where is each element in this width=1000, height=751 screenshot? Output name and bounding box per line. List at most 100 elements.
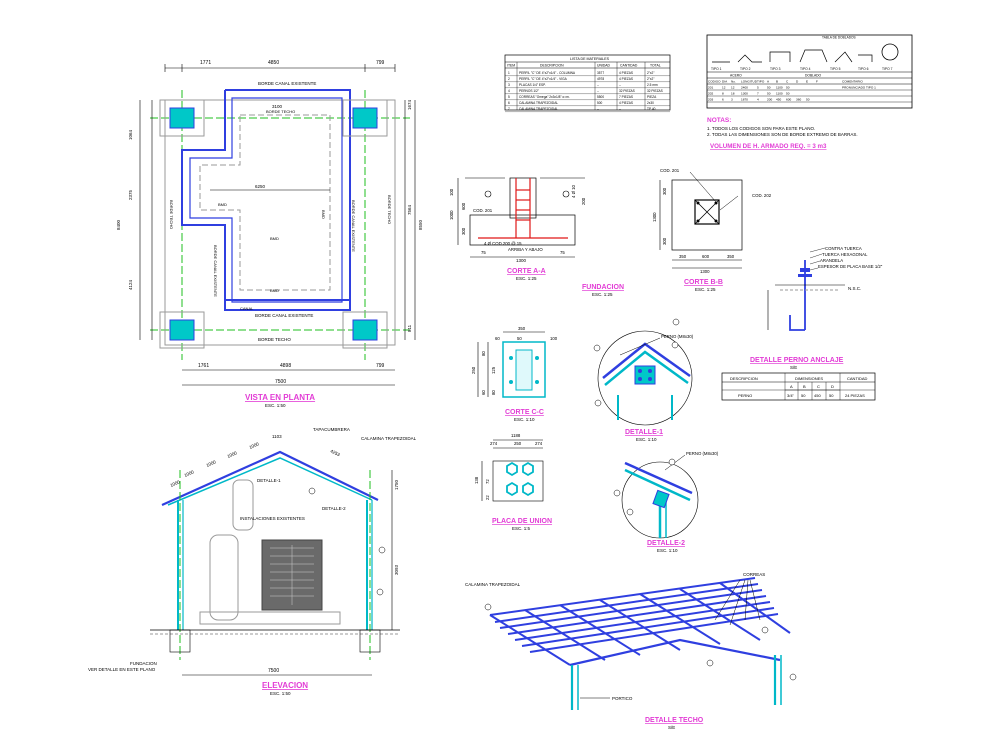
mat-cell-r2-c4: 4 PIEZAS: [619, 77, 633, 81]
plan-label-borde-canal-right: BORDE CANAL EXISTENTE: [351, 200, 356, 252]
elevation-labels: TAPACUMBRERA CALAMINA TRAPEZOIDAL DETALL…: [88, 427, 417, 674]
placa-dim-1188: 1188: [511, 433, 521, 438]
mat-cell-r7-c2: CALAMINA TRAPEZOIDAL: [519, 107, 558, 111]
bar-h-1: CODIGO: [708, 80, 721, 84]
fund-dim-200: 200: [581, 197, 586, 205]
scale-vista-planta: ESC. 1:50: [265, 403, 286, 408]
placa-dim-138: 138: [474, 476, 479, 484]
elev-detalle1: DETALLE-1: [257, 478, 281, 483]
title-elevacion: ELEVACION: [262, 681, 308, 690]
mat-h-item: ITEM: [507, 64, 515, 68]
bar-cell-r3-c2: 6: [722, 98, 724, 102]
ccc-dim-60: 60: [495, 336, 500, 341]
title-corte-cc: CORTE C-C: [505, 409, 544, 416]
placa-dim-274b: 274: [535, 441, 543, 446]
bar-cell-r2-c3: 18: [731, 92, 735, 96]
materials-table: [504, 54, 671, 111]
perno-label-arandela: ARANDELA: [820, 258, 843, 263]
bar-tipo-4: TIPO 4: [800, 67, 811, 71]
bar-cell-r3-c1: 203: [708, 98, 713, 102]
plan-label-bmd-right: BMD: [321, 210, 326, 219]
plan-label-borde-techo-top: BORDE TECHO: [266, 109, 295, 114]
fund-dim-75a: 75: [481, 250, 486, 255]
perno-th-desc: DESCRIPCION: [730, 376, 758, 381]
perno-row-desc: PERNO: [738, 393, 752, 398]
bar-table: [706, 34, 913, 109]
bar-h-11: F: [816, 80, 818, 84]
plan-dim-right-3: 8550: [418, 219, 423, 230]
plan-label-borde-canal-bottom: BORDE CANAL EXISTENTE: [255, 313, 313, 318]
notes-volumen: VOLUMEN DE H. ARMADO REQ. = 3 m3: [710, 143, 827, 150]
title-detalle-2: DETALLE-2: [647, 540, 685, 547]
bar-cell-r3-c5: 4: [757, 98, 759, 102]
cbb-dim-300a: 300: [662, 187, 667, 195]
elev-dim-slope: 4253: [330, 448, 342, 457]
mat-cell-r4-c1: 4: [508, 89, 510, 93]
perno-row-b: 50: [801, 393, 806, 398]
plan-dim-bottom-2: 4898: [280, 363, 291, 369]
plan-labels: BORDE CANAL EXISTENTE BORDE TECHO BORDE …: [169, 81, 392, 342]
title-placa-union: PLACA DE UNION: [492, 518, 552, 525]
elev-dim-roof-4: 1000: [248, 441, 260, 450]
bar-cell-r2-c1: 202: [708, 92, 713, 96]
mat-cell-r5-c2: CORREAS "Omega" 2x3x1/8" o=m.: [519, 95, 570, 99]
mat-cell-r2-c1: 2: [508, 77, 510, 81]
bar-cell-r1-c1: 201: [708, 86, 713, 90]
mat-cell-r2-c5: 2"x2": [647, 77, 654, 81]
elev-dim-total: 7500: [268, 668, 279, 674]
perno-th-dim: DIMENSIONES: [795, 376, 823, 381]
mat-h-unidad: UNIDAD: [597, 64, 611, 68]
mat-cell-r4-c3: --: [597, 89, 599, 93]
cbb-dim-1300: 1300: [700, 269, 710, 274]
mat-cell-r7-c5: TP 40: [647, 107, 656, 111]
fundacion-labels: COD. 201 4 Ø COD.200 @ 15 ARRIBA Y ABAJO…: [449, 184, 586, 263]
cbb-dim-300b: 300: [662, 237, 667, 245]
ccc-dim-250: 250: [471, 366, 476, 374]
mat-cell-r6-c3: 500: [597, 101, 603, 105]
bar-cell-r2-c4: 1300: [741, 92, 748, 96]
mat-cell-r1-c1: 1: [508, 71, 510, 75]
bar-cell-r2-c6: 50: [767, 92, 771, 96]
elev-calamina: CALAMINA TRAPEZOIDAL: [361, 436, 417, 441]
title-corte-aa: CORTE A-A: [507, 268, 546, 275]
perno-th-cant: CANTIDAD: [847, 376, 868, 381]
scale-detalle-techo: S/E: [668, 725, 675, 730]
mat-cell-r1-c4: 4 PIEZAS: [619, 71, 633, 75]
scale-detalle-1: ESC. 1:10: [636, 437, 657, 442]
bar-h-4: LONGITUD: [741, 80, 758, 84]
notes: NOTAS: 1. TODOS LOS CODIGOS SON PARA EST…: [707, 117, 858, 150]
mat-cell-r4-c5: 32 PIEZAS: [647, 89, 663, 93]
cbb-cod202: COD. 202: [752, 193, 772, 198]
mat-cell-r4-c2: PERNOS 1/2": [519, 89, 539, 93]
bar-h-5: TIPO: [757, 80, 765, 84]
elev-dim-roof-2: 1000: [205, 459, 217, 468]
placa-labels: 1188 274 250 274 138 72 22: [474, 433, 543, 500]
plan-dim-right-2: 7564: [407, 204, 412, 215]
placa-union-section: [481, 439, 544, 502]
scale-corte-aa: ESC. 1:25: [516, 276, 537, 281]
elev-tapacumbrera: TAPACUMBRERA: [313, 427, 350, 432]
bar-cell-r2-c7: 1100: [776, 92, 783, 96]
scale-detalle-perno: S/E: [790, 365, 797, 370]
plan-dim-inner2: 6250: [255, 184, 266, 189]
corte-cc-section: [477, 331, 546, 398]
elev-dim-ridge: 1103: [272, 434, 282, 439]
bar-tipo-5: TIPO 5: [830, 67, 841, 71]
scale-corte-cc: ESC. 1:10: [514, 417, 535, 422]
bar-h-7: B: [776, 80, 778, 84]
elev-fundacion: FUNDACION: [130, 661, 157, 666]
detalle2-section: [621, 454, 699, 539]
placa-dim-22: 22: [485, 495, 490, 500]
mat-cell-r7-c1: 7: [508, 107, 510, 111]
mat-cell-r7-c3: --: [597, 107, 599, 111]
techo-correas: CORREAS: [743, 572, 765, 577]
bar-cell-r3-c6: 200: [767, 98, 772, 102]
bar-cell-r2-c2: 8: [722, 92, 724, 96]
plan-label-canal: CANAL: [240, 306, 254, 311]
detalle1-section: [597, 330, 693, 426]
corte-bb-section: [659, 171, 743, 269]
corte-cc-labels: 350 60 50 100 80 125 250 60 80: [471, 326, 558, 395]
